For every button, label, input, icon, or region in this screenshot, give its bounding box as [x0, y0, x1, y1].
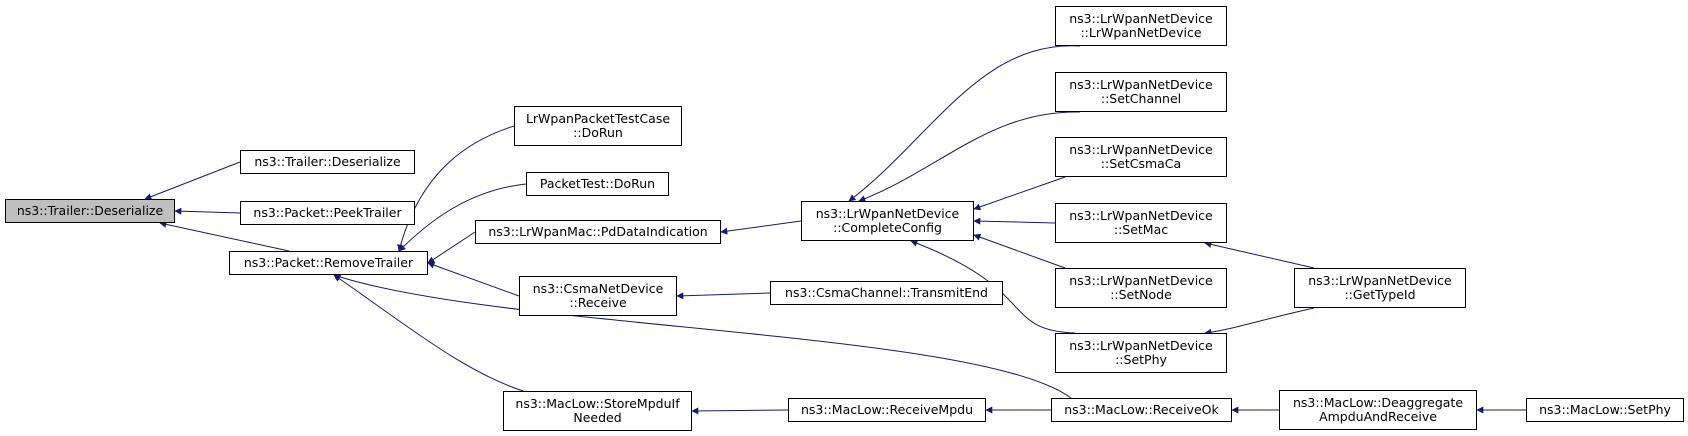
- node-receive-ok[interactable]: ns3::MacLow::ReceiveOk: [1051, 398, 1232, 422]
- node-label-line: ns3::LrWpanNetDevice: [815, 206, 960, 221]
- node-label-line: AmpduAndReceive: [1319, 409, 1437, 424]
- node-set-phy[interactable]: ns3::LrWpanNetDevice::SetPhy: [1055, 333, 1227, 373]
- call-edge-peek_trailer-to-trailer_deser: [174, 207, 241, 215]
- node-set-csmaca[interactable]: ns3::LrWpanNetDevice::SetCsmaCa: [1055, 137, 1227, 177]
- node-label-line: ::SetMac: [1113, 222, 1169, 237]
- call-edge-csma_receive-to-remove_trailer: [427, 261, 520, 297]
- node-label-line: ns3::LrWpanNetDevice: [1069, 77, 1213, 92]
- node-lrwpan-test[interactable]: LrWpanPacketTestCase::DoRun: [514, 106, 682, 146]
- node-ctor[interactable]: ns3::LrWpanNetDevice::LrWpanNetDevice: [1055, 6, 1227, 46]
- node-packet-test[interactable]: PacketTest::DoRun: [526, 172, 669, 196]
- node-csma-receive[interactable]: ns3::CsmaNetDevice::Receive: [519, 276, 677, 316]
- call-edge-set_node-to-complete_config: [973, 233, 1066, 269]
- node-label-line: ns3::Packet::PeekTrailer: [253, 205, 402, 220]
- call-edge-complete_config-to-pd_data: [720, 220, 802, 235]
- node-set-phy-maclow[interactable]: ns3::MacLow::SetPhy: [1526, 398, 1684, 422]
- call-edge-set_channel-to-complete_config: [858, 111, 1081, 203]
- node-complete-config[interactable]: ns3::LrWpanNetDevice::CompleteConfig: [801, 201, 974, 241]
- node-label-line: ns3::MacLow::SetPhy: [1539, 402, 1671, 417]
- node-label-line: ::CompleteConfig: [833, 220, 942, 235]
- call-edge-ctor-to-complete_config: [848, 45, 1081, 202]
- node-remove-trailer[interactable]: ns3::Packet::RemoveTrailer: [229, 251, 428, 275]
- node-label-line: ::GetTypeId: [1344, 287, 1416, 302]
- call-edge-remove_trailer-to-trailer_deser: [159, 220, 290, 252]
- call-edge-transmit_end-to-csma_receive: [676, 292, 771, 300]
- node-trailer-deser2[interactable]: ns3::Trailer::Deserialize: [240, 150, 415, 174]
- node-label-line: ::SetCsmaCa: [1100, 156, 1182, 171]
- call-edge-packet_test-to-remove_trailer: [398, 183, 527, 252]
- node-label-line: ns3::LrWpanNetDevice: [1069, 11, 1213, 26]
- node-label-line: ::SetChannel: [1100, 91, 1182, 106]
- node-label-line: ns3::CsmaNetDevice: [532, 281, 664, 296]
- node-peek-trailer[interactable]: ns3::Packet::PeekTrailer: [240, 201, 415, 225]
- node-label-line: ns3::Packet::RemoveTrailer: [243, 255, 414, 270]
- node-label-line: ::LrWpanNetDevice: [1080, 25, 1202, 40]
- node-label-line: ns3::Trailer::Deserialize: [16, 203, 164, 218]
- call-edge-receive_mpdu-to-store_mpdu: [691, 407, 789, 415]
- call-edge-get_type_id-to-set_phy: [1204, 307, 1315, 336]
- call-edge-store_mpdu-to-remove_trailer: [333, 274, 524, 392]
- node-label-line: LrWpanPacketTestCase: [525, 111, 671, 126]
- node-label-line: ::SetNode: [1110, 287, 1172, 302]
- call-edge-set_phy-to-complete_config: [910, 239, 1076, 334]
- node-pd-data[interactable]: ns3::LrWpanMac::PdDataIndication: [475, 220, 721, 244]
- call-edge-set_mac-to-complete_config: [973, 217, 1056, 225]
- node-label-line: ns3::CsmaChannel::TransmitEnd: [785, 285, 988, 300]
- call-edge-get_type_id-to-set_mac: [1204, 240, 1315, 269]
- node-trailer-deser: ns3::Trailer::Deserialize: [5, 199, 175, 223]
- node-label-line: Needed: [573, 410, 622, 425]
- node-label-line: ns3::LrWpanNetDevice: [1069, 273, 1213, 288]
- node-label-line: ns3::MacLow::ReceiveMpdu: [801, 402, 973, 417]
- call-edge-pd_data-to-remove_trailer: [427, 231, 476, 264]
- node-label-line: ns3::MacLow::Deaggregate: [1292, 395, 1464, 410]
- node-transmit-end[interactable]: ns3::CsmaChannel::TransmitEnd: [770, 281, 1003, 305]
- call-edge-trailer_deser2-to-trailer_deser: [144, 161, 241, 200]
- node-get-type-id[interactable]: ns3::LrWpanNetDevice::GetTypeId: [1294, 268, 1466, 308]
- call-edge-receive_ok-to-remove_trailer: [333, 273, 1072, 399]
- node-label-line: ns3::LrWpanMac::PdDataIndication: [488, 224, 708, 239]
- node-label-line: ns3::Trailer::Deserialize: [254, 154, 401, 169]
- node-set-node[interactable]: ns3::LrWpanNetDevice::SetNode: [1055, 268, 1227, 308]
- node-label-line: ns3::LrWpanNetDevice: [1069, 208, 1213, 223]
- node-label-line: ns3::MacLow::StoreMpduIf: [515, 396, 680, 411]
- call-edge-set_csmaca-to-complete_config: [973, 176, 1066, 211]
- node-label-line: ns3::MacLow::ReceiveOk: [1064, 402, 1219, 417]
- node-label-line: ns3::LrWpanNetDevice: [1308, 273, 1452, 288]
- node-set-channel[interactable]: ns3::LrWpanNetDevice::SetChannel: [1055, 72, 1227, 112]
- node-label-line: ::SetPhy: [1115, 352, 1167, 367]
- node-label-line: ::Receive: [569, 295, 627, 310]
- node-receive-mpdu[interactable]: ns3::MacLow::ReceiveMpdu: [788, 398, 986, 422]
- node-label-line: ns3::LrWpanNetDevice: [1069, 142, 1213, 157]
- node-label-line: PacketTest::DoRun: [539, 176, 656, 191]
- node-set-mac[interactable]: ns3::LrWpanNetDevice::SetMac: [1055, 203, 1227, 243]
- node-label-line: ns3::LrWpanNetDevice: [1069, 338, 1213, 353]
- node-label-line: ::DoRun: [573, 125, 623, 140]
